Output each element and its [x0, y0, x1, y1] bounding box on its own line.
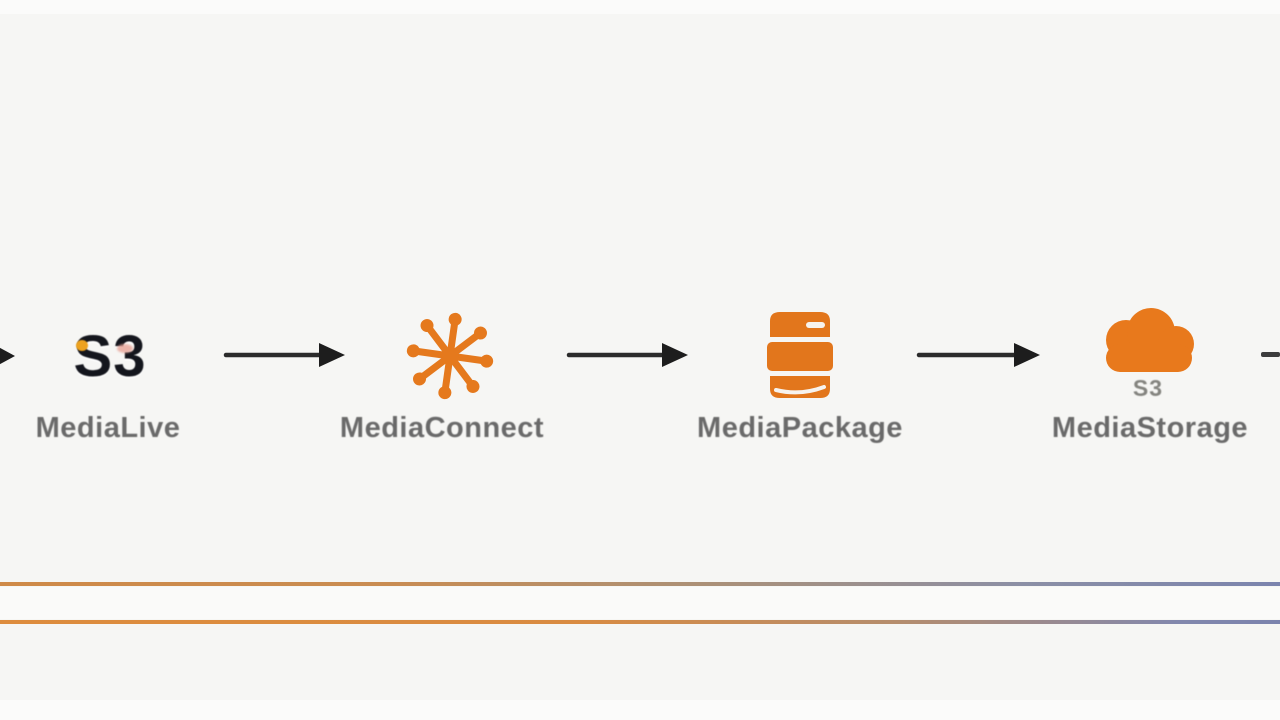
- node-label-medialive: MediaLive: [35, 412, 181, 444]
- arrow-3-icon: [916, 341, 1042, 369]
- node-label-mediastorage: MediaStorage: [1051, 412, 1249, 444]
- s3-logo-orange-dot: [76, 340, 88, 351]
- cloud-s3-subtext: S3: [1132, 375, 1164, 401]
- top-sheen: [0, 0, 1280, 14]
- database-icon: [766, 311, 834, 404]
- arrow-2-icon: [566, 341, 690, 369]
- bottom-sheen: [0, 700, 1280, 720]
- rule-gap-band: [0, 587, 1280, 619]
- node-label-mediaconnect: MediaConnect: [339, 412, 545, 444]
- right-edge-line: [1261, 352, 1280, 357]
- left-edge-arrowhead-icon: [0, 343, 15, 369]
- starburst-icon: [404, 311, 496, 408]
- s3-logo-pink-dot: [117, 344, 133, 353]
- s3-logo-icon: S3: [73, 324, 147, 389]
- gradient-rule-bottom: [0, 620, 1280, 624]
- gradient-rule-top: [0, 582, 1280, 586]
- node-label-mediapackage: MediaPackage: [697, 412, 903, 444]
- arrow-1-icon: [223, 341, 347, 369]
- cloud-icon: [1096, 308, 1200, 381]
